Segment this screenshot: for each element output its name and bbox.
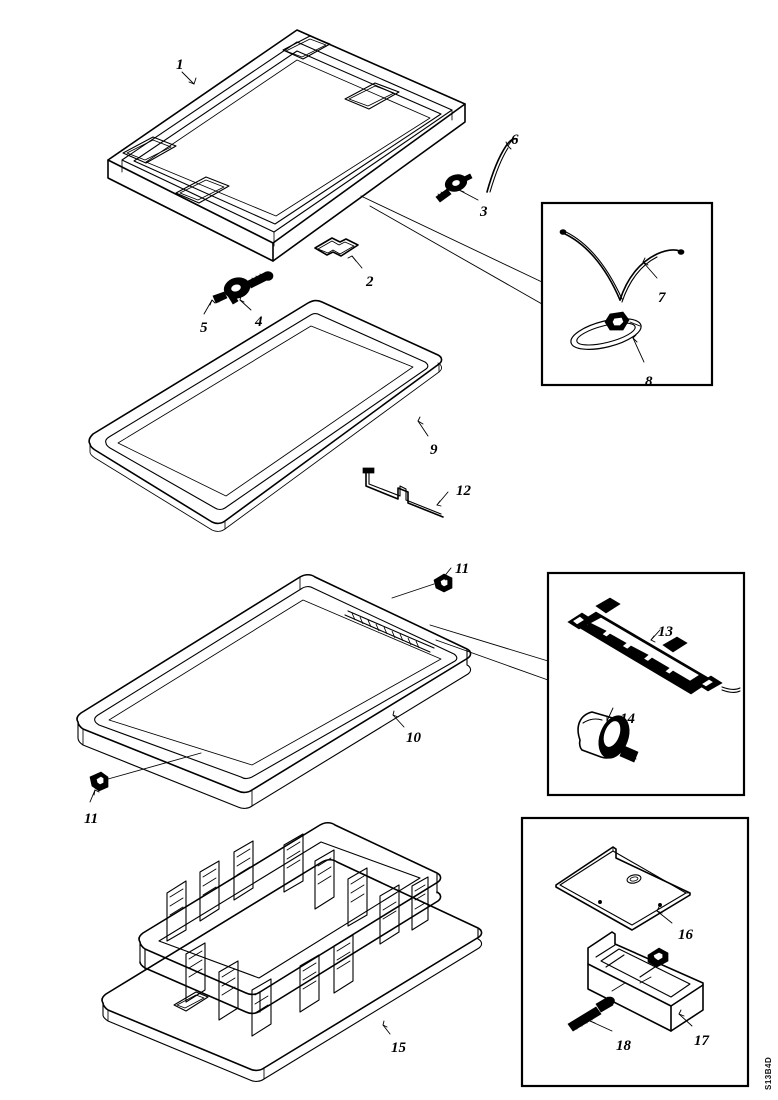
callout-number-16: 16	[678, 927, 693, 943]
inset-nozzle-detail	[540, 201, 714, 387]
part-3-hinge-bolt	[435, 173, 479, 203]
part-13-drive-mechanism-assembly	[567, 597, 741, 695]
callout-number-2: 2	[366, 274, 374, 290]
callout-number-6: 6	[511, 132, 519, 148]
callout-number-10: 10	[406, 730, 421, 746]
part-16-cover-plate	[555, 846, 691, 931]
part-15-tabs	[166, 833, 429, 1037]
part-5-retaining-clip	[203, 291, 228, 315]
callout-number-14: 14	[620, 711, 635, 727]
callout-number-11-lower: 11	[84, 811, 99, 827]
callout-number-11-upper: 11	[455, 561, 470, 577]
callout-number-8: 8	[645, 374, 653, 390]
part-9-weatherstrip-seal	[88, 299, 443, 532]
part-1-sunroof-glass-panel-frame	[107, 29, 466, 262]
callout-number-5: 5	[200, 320, 208, 336]
part-11-guide-clip-upper	[391, 567, 453, 599]
callout-number-1: 1	[176, 57, 184, 73]
callout-number-12: 12	[456, 483, 471, 499]
part-12-wind-deflector-rod	[362, 467, 449, 518]
detail-callout-wedge-nozzle	[360, 195, 543, 305]
part-17-channel-bracket	[587, 931, 704, 1032]
drawing-code-watermark: S13B4D	[764, 1056, 773, 1090]
part-15-roof-opening-housing-tray	[101, 821, 483, 1082]
part-10-sunroof-frame-cassette	[76, 573, 472, 809]
inset-bracket-detail	[520, 816, 750, 1088]
part-6-drain-hose	[486, 137, 518, 193]
callout-number-4: 4	[255, 314, 263, 330]
callout-number-3: 3	[480, 204, 488, 220]
part-11-guide-clip-lower	[89, 752, 202, 803]
part-4-lift-arm-bolt-assembly	[223, 271, 274, 311]
part-14-sunroof-motor	[577, 707, 639, 763]
callout-number-17: 17	[694, 1033, 709, 1049]
part-2-reinforcement-bracket-clip	[314, 237, 363, 269]
callout-number-18: 18	[616, 1038, 631, 1054]
detail-callout-wedge-drive	[429, 624, 549, 681]
callout-number-9: 9	[430, 442, 438, 458]
callout-number-7: 7	[658, 290, 666, 306]
callout-number-13: 13	[658, 624, 673, 640]
part-1-mounting-pads	[122, 35, 400, 204]
part-18-mounting-screw	[567, 996, 615, 1032]
inset-drive-detail	[546, 571, 746, 797]
part-8-washer-nozzle-grommet	[570, 311, 645, 363]
callout-number-15: 15	[391, 1040, 406, 1056]
